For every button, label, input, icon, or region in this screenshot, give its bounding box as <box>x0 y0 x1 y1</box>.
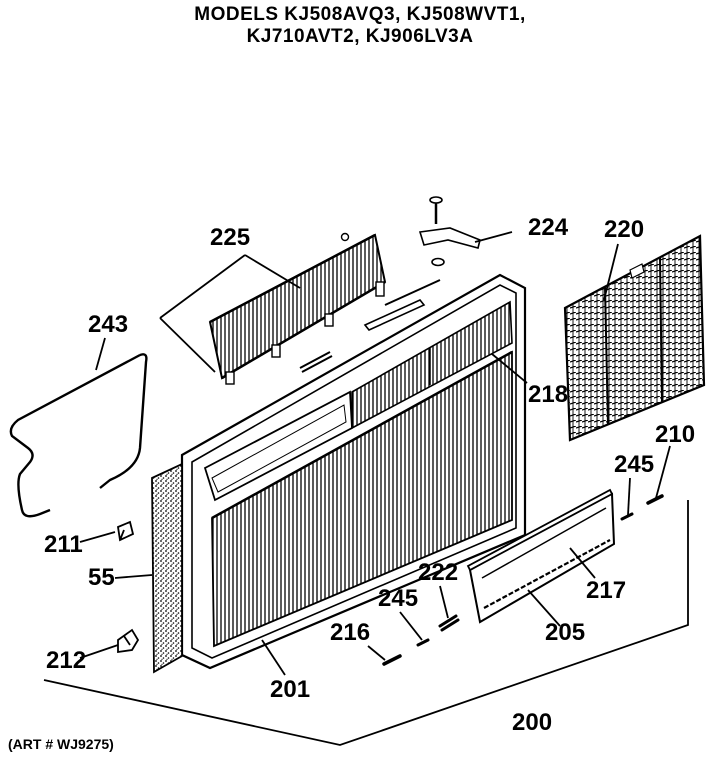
label-212: 212 <box>46 647 86 674</box>
label-220: 220 <box>604 216 644 243</box>
label-245-lower: 245 <box>378 585 418 612</box>
label-218: 218 <box>528 381 568 408</box>
label-243: 243 <box>88 311 128 338</box>
rail-part-upper <box>363 299 426 331</box>
clip-part-upper <box>299 351 333 373</box>
drawer-tray-205 <box>466 488 616 624</box>
louver-assembly-225 <box>208 232 387 385</box>
label-55: 55 <box>88 564 115 591</box>
filter-grille-220 <box>563 234 706 442</box>
label-222: 222 <box>418 559 458 586</box>
diagram-title-line-2: KJ710AVT2, KJ906LV3A <box>246 26 474 47</box>
pin-216 <box>382 654 402 666</box>
label-210: 210 <box>655 421 695 448</box>
gasket-wire-243 <box>9 353 148 518</box>
spring-222 <box>438 614 460 632</box>
label-211: 211 <box>44 531 83 558</box>
art-number: (ART # WJ9275) <box>8 736 114 752</box>
foam-seal-55 <box>151 462 183 674</box>
label-224: 224 <box>528 214 569 241</box>
bracket-224 <box>418 196 481 267</box>
bracket-212 <box>117 628 140 654</box>
pin-210 <box>646 494 664 505</box>
pin-245-upper <box>620 512 634 521</box>
pin-245-lower <box>416 638 430 647</box>
label-205: 205 <box>545 619 585 646</box>
label-216: 216 <box>330 619 370 646</box>
label-200: 200 <box>512 709 552 736</box>
label-201: 201 <box>270 676 310 703</box>
label-217: 217 <box>586 577 626 604</box>
clip-211 <box>117 520 135 542</box>
diagram-title-line-1: MODELS KJ508AVQ3, KJ508WVT1, <box>194 4 526 25</box>
label-245-upper: 245 <box>614 451 654 478</box>
label-225: 225 <box>210 224 250 251</box>
leader-lines <box>43 231 689 746</box>
rail-part-lower <box>384 279 441 306</box>
